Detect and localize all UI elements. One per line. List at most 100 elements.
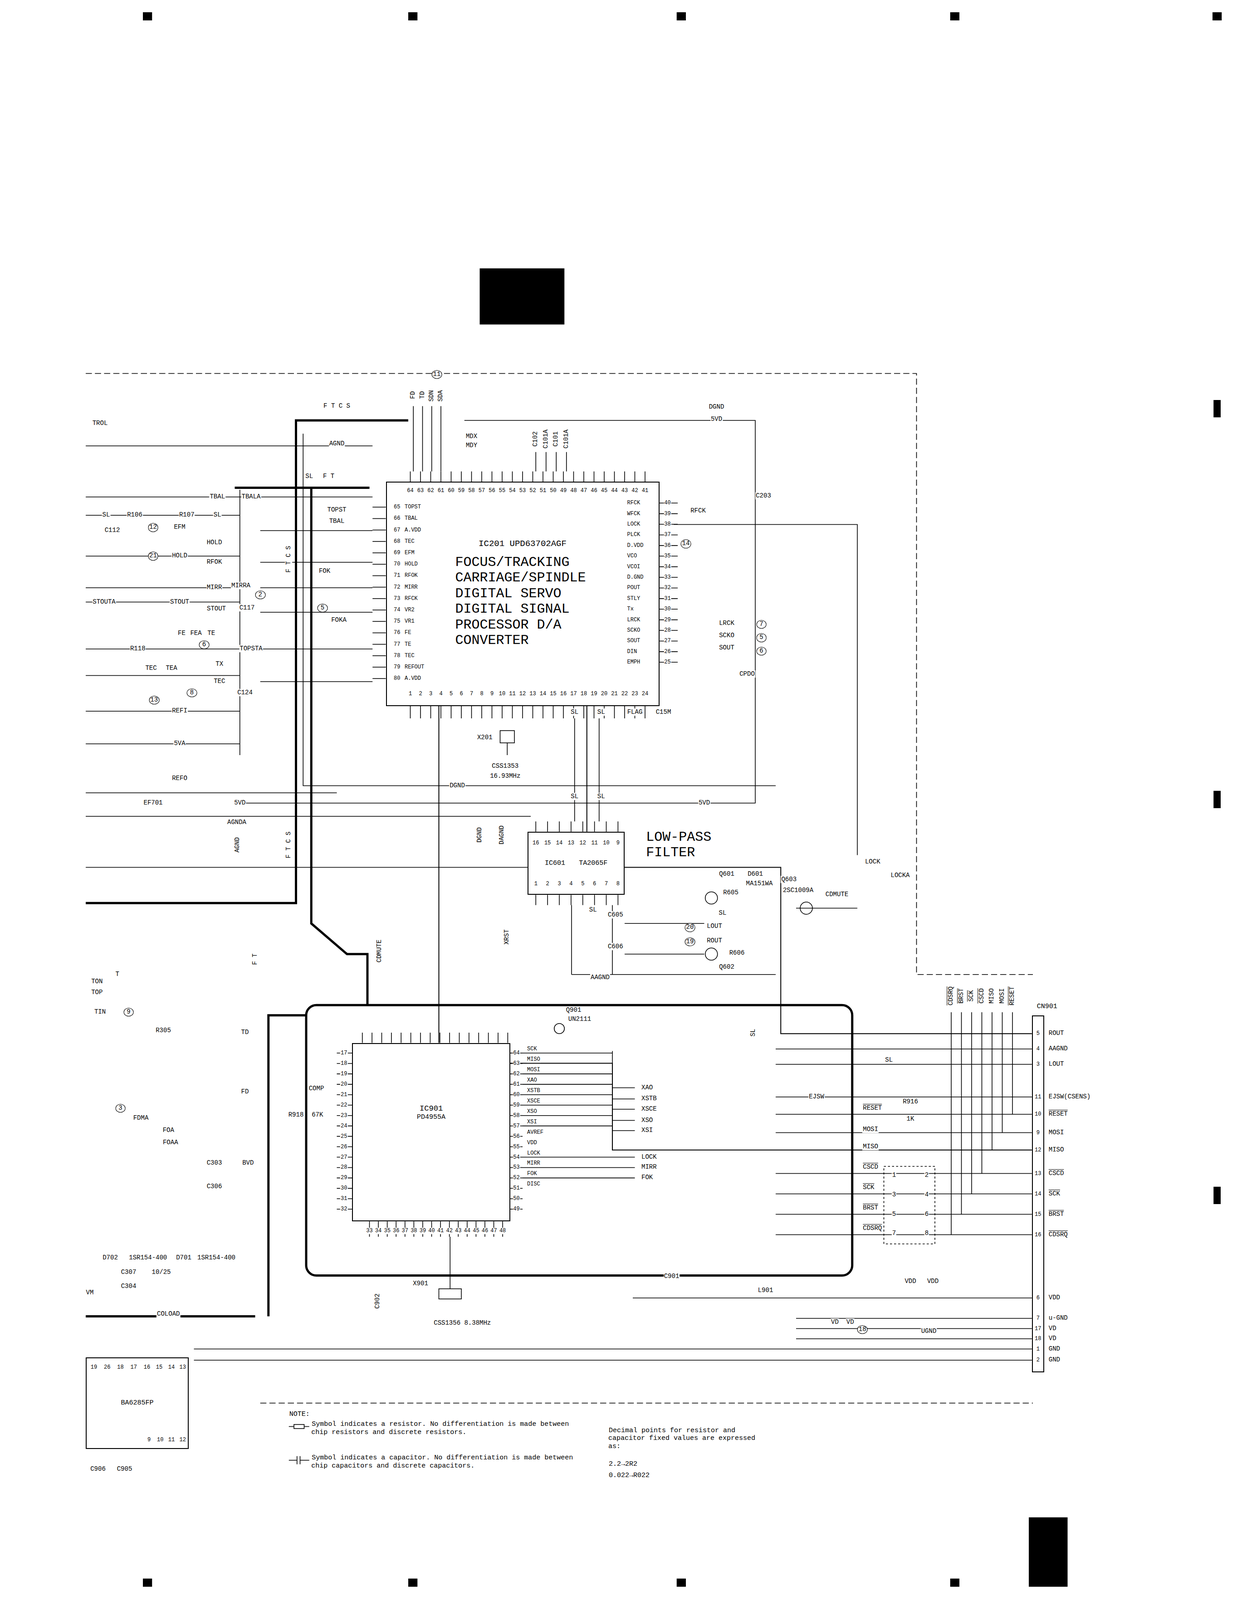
signal-label: SDA xyxy=(436,389,445,402)
signal-label: CDSRQ xyxy=(862,1224,883,1233)
signal-label: MOSI xyxy=(998,987,1006,1005)
signal-label: RFCK xyxy=(689,507,707,515)
label-box: 45 xyxy=(472,1227,480,1236)
wire xyxy=(372,632,386,634)
label-box: R606 xyxy=(728,949,746,958)
signal-label: F T xyxy=(322,472,335,480)
label-box: 40 xyxy=(663,498,671,508)
wire xyxy=(775,1114,1032,1115)
wire xyxy=(1213,400,1221,418)
signal-label: DGND xyxy=(475,826,484,844)
wire xyxy=(614,706,616,719)
signal-label: FOA xyxy=(162,1126,175,1135)
label-box: L901 xyxy=(757,1286,774,1296)
label-box: MIRR xyxy=(640,1163,658,1172)
wire xyxy=(268,1015,307,1317)
wire xyxy=(676,1579,686,1588)
pin-name: D.GND xyxy=(626,574,645,581)
wire xyxy=(507,1032,509,1044)
pin-number: 3 xyxy=(428,690,433,698)
label-box: EFM xyxy=(173,523,186,532)
label-box: DGND xyxy=(475,826,485,844)
wire xyxy=(775,1064,1032,1066)
label-box: 16 xyxy=(1034,1231,1042,1240)
pin-number: 10 xyxy=(498,690,506,698)
pin-number: 50 xyxy=(512,1196,520,1203)
signal-label: DGND xyxy=(449,782,466,790)
label-box: XSCE xyxy=(640,1105,658,1114)
label-box: BRST xyxy=(862,1204,879,1213)
label-box: SL xyxy=(570,708,579,717)
label-box: X201 xyxy=(476,733,494,743)
label-box: DAGND xyxy=(498,824,507,845)
wire xyxy=(522,1073,613,1075)
label-box: POUT xyxy=(626,584,641,593)
part-text: FOCUS/TRACKING CARRIAGE/SPINDLE DIGITAL … xyxy=(454,554,590,649)
label-box: 21 xyxy=(147,552,159,561)
label-box: 15 xyxy=(543,839,552,848)
wire xyxy=(430,1032,431,1044)
label-box: XSTB xyxy=(526,1086,541,1096)
wire xyxy=(1213,1187,1221,1205)
label-box: R916 xyxy=(902,1098,919,1107)
wire xyxy=(582,821,584,832)
pin-name: MIRR xyxy=(404,584,419,591)
wire xyxy=(606,821,607,832)
label-box: REFO xyxy=(171,774,188,783)
label-box: A.VDD xyxy=(404,674,422,683)
wire xyxy=(1028,1517,1068,1588)
wire xyxy=(522,1167,636,1169)
label-box: VDD xyxy=(926,1277,939,1286)
pin-number: 33 xyxy=(365,1227,373,1235)
label-box: 42 xyxy=(630,486,639,495)
label-box: 51 xyxy=(512,1184,520,1193)
pin-number: 17 xyxy=(340,1050,348,1057)
label-box: C102 xyxy=(531,430,540,448)
pin-number: 13 xyxy=(567,840,575,847)
pin-number: 21 xyxy=(610,690,618,698)
pin-number: 14 xyxy=(167,1364,176,1371)
signal-label: LOCK xyxy=(864,858,881,866)
label-box: 54 xyxy=(512,1153,520,1162)
pin-number: 23 xyxy=(340,1112,348,1120)
signal-connector xyxy=(510,1063,1032,1151)
pin-number: 29 xyxy=(340,1175,348,1182)
pin-number: 26 xyxy=(663,648,671,656)
label-box: C306 xyxy=(206,1183,223,1192)
label-box: SL xyxy=(102,511,111,520)
signal-label: VDD xyxy=(904,1277,917,1286)
wire xyxy=(85,373,1033,1465)
signal-label: CDSRQ xyxy=(947,986,955,1007)
signal-label: SL xyxy=(570,708,579,716)
label-box: 7 xyxy=(469,689,474,699)
signal-label: C101 xyxy=(552,430,560,448)
label-box: 18 xyxy=(580,689,588,699)
wire xyxy=(481,706,483,719)
wire xyxy=(471,471,473,483)
label-box: MISO xyxy=(1048,1146,1065,1155)
label-box: 5 xyxy=(891,1210,897,1219)
signal-label: SL xyxy=(718,909,728,917)
label-box: AGND xyxy=(328,440,346,449)
wire xyxy=(372,518,386,520)
label-box: 15 xyxy=(155,1363,163,1372)
wire xyxy=(381,1032,383,1044)
wire xyxy=(85,373,1033,975)
wire xyxy=(440,706,442,719)
signal-label: UN2111 xyxy=(567,1015,592,1023)
pin-name: VR1 xyxy=(404,618,416,625)
pin-number: 11 xyxy=(508,690,516,698)
wire xyxy=(501,471,503,483)
label-box: XAO xyxy=(526,1076,538,1085)
label-box: FEA xyxy=(189,629,202,638)
label-box: 5VD xyxy=(710,415,723,424)
label-box: 46 xyxy=(481,1227,489,1236)
signal-label: TEA xyxy=(165,664,178,672)
wire xyxy=(372,644,386,646)
pin-number: 44 xyxy=(610,487,618,494)
label-box: VD xyxy=(830,1318,840,1327)
pin-name: EMPH xyxy=(626,659,641,666)
pin-number: 47 xyxy=(580,487,588,494)
label-box: MIRRA xyxy=(230,581,251,591)
signal-label: COLOAD xyxy=(156,1310,181,1318)
